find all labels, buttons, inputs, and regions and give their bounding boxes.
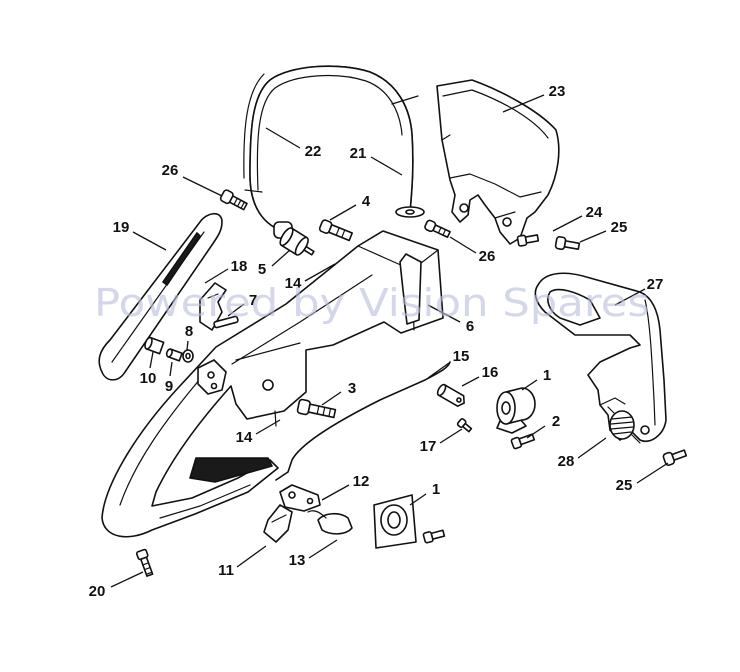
callout-label: 6 xyxy=(466,318,474,335)
leader-line xyxy=(577,437,607,459)
callout-label: 15 xyxy=(453,348,470,365)
leader-lines xyxy=(110,94,669,588)
callout-label: 28 xyxy=(558,453,575,470)
leader-line xyxy=(132,231,167,251)
clip-13 xyxy=(307,510,353,535)
callout-label: 13 xyxy=(289,552,306,569)
leader-line xyxy=(182,176,223,197)
leader-line xyxy=(204,268,229,284)
callout-label: 19 xyxy=(113,219,130,236)
pin-7 xyxy=(213,315,239,329)
leader-line xyxy=(552,215,583,232)
leader-line xyxy=(321,391,342,406)
callout-label: 22 xyxy=(305,143,322,160)
washer-8 xyxy=(182,349,194,363)
leader-line xyxy=(526,425,546,439)
bolt-2 xyxy=(510,433,536,450)
callout-label: 17 xyxy=(420,438,437,455)
callout-label: 25 xyxy=(611,219,628,236)
leader-line xyxy=(636,462,669,484)
leader-line xyxy=(439,428,463,444)
clip-18 xyxy=(199,282,227,331)
part-16 xyxy=(436,383,465,407)
callout-label: 14 xyxy=(236,429,253,446)
callout-label: 1 xyxy=(543,367,551,384)
callout-label: 25 xyxy=(616,477,633,494)
callout-label: 11 xyxy=(218,562,234,579)
leader-line xyxy=(427,362,450,379)
callout-label: 23 xyxy=(549,83,566,100)
bushing-5 xyxy=(279,227,315,256)
callout-label: 7 xyxy=(249,292,257,309)
leader-line xyxy=(227,303,245,317)
mount-1-lower xyxy=(373,494,417,549)
bolt-4 xyxy=(318,219,353,242)
callout-label: 14 xyxy=(285,275,302,292)
screw-26-right xyxy=(424,219,451,239)
callout-label: 20 xyxy=(89,583,106,600)
callout-label: 5 xyxy=(258,261,266,278)
leader-line xyxy=(329,204,357,221)
leader-line xyxy=(308,539,338,559)
callout-label: 4 xyxy=(362,193,371,210)
leader-line xyxy=(236,545,267,568)
screw-25-upper xyxy=(554,236,581,251)
leader-line xyxy=(409,493,427,506)
callout-label: 8 xyxy=(185,323,193,340)
bolt-3 xyxy=(296,398,337,419)
callout-label: 9 xyxy=(165,378,173,395)
callout-label: 3 xyxy=(348,380,356,397)
callout-label: 16 xyxy=(482,364,499,381)
part-12 xyxy=(279,484,321,512)
callout-label: 2 xyxy=(552,413,560,430)
callout-label: 26 xyxy=(162,162,179,179)
watermark-text: Powered by Vision Spares xyxy=(94,281,650,325)
wire-rod-15 xyxy=(275,361,451,481)
callout-label: 1 xyxy=(432,481,440,498)
screw-26-left xyxy=(219,189,248,211)
leader-line xyxy=(149,351,154,369)
leader-line xyxy=(579,230,607,243)
leader-line xyxy=(186,340,189,351)
leader-line xyxy=(255,419,281,435)
leader-line xyxy=(521,379,538,391)
screw-17 xyxy=(456,418,473,433)
screw-24 xyxy=(516,234,540,247)
sleeve-9 xyxy=(165,348,183,362)
cylinder-10 xyxy=(144,336,165,355)
leader-line xyxy=(449,236,477,254)
leader-line xyxy=(321,484,350,501)
callout-label: 24 xyxy=(586,204,603,221)
leader-line xyxy=(110,571,144,588)
callout-label: 18 xyxy=(231,258,248,275)
mount-1-upper xyxy=(496,387,536,434)
chain-guard-part xyxy=(436,79,560,245)
callout-label: 12 xyxy=(353,473,370,490)
leader-line xyxy=(614,288,646,306)
handle-frame-part xyxy=(101,230,444,538)
leader-line xyxy=(427,304,461,323)
screw-20 xyxy=(135,548,154,577)
screw-25-lower xyxy=(662,449,688,467)
callout-label: 10 xyxy=(140,370,157,387)
leader-line xyxy=(169,361,173,377)
chain-brake-lever-part xyxy=(534,272,667,442)
leader-line xyxy=(271,249,291,267)
strip-19 xyxy=(98,212,223,381)
screw-near-mount xyxy=(422,529,446,544)
leader-line xyxy=(304,263,336,282)
callout-label: 26 xyxy=(479,248,496,265)
leader-line xyxy=(265,127,301,149)
spring-28 xyxy=(607,406,641,444)
leader-line xyxy=(461,376,480,387)
callout-labels: 23 22 21 26 4 19 18 5 14 6 7 8 10 9 15 3… xyxy=(89,83,664,600)
callout-label: 27 xyxy=(647,276,664,293)
handlebar-part xyxy=(243,65,425,239)
callout-label: 21 xyxy=(350,145,367,162)
lever-11 xyxy=(263,504,293,543)
leader-line xyxy=(370,156,403,176)
leader-line xyxy=(502,94,545,113)
